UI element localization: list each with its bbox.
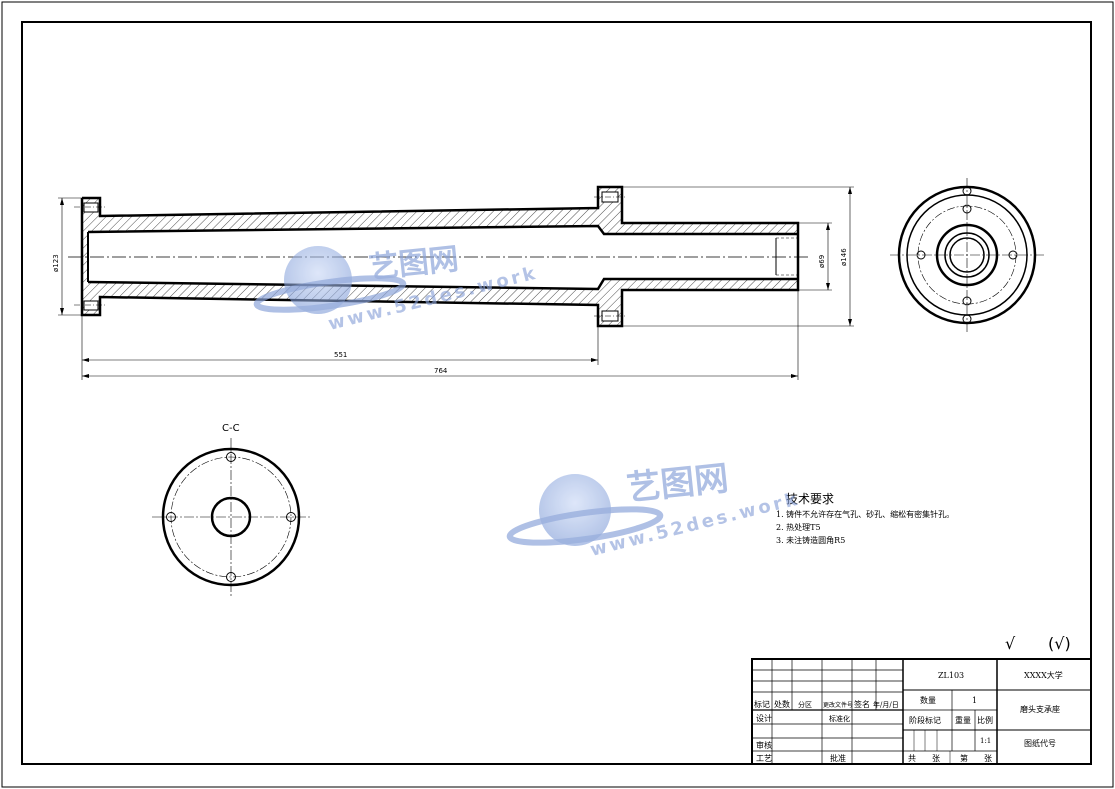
tb-sheet: 张 xyxy=(932,754,940,763)
tb-total: 共 xyxy=(908,754,916,763)
flange-hole-top-left xyxy=(83,202,99,213)
roughness-general: (√) xyxy=(1048,634,1071,653)
wall-hatch xyxy=(82,187,798,326)
tb-qty-value: 1 xyxy=(972,696,977,705)
end-view-right xyxy=(890,178,1044,332)
tb-scale-label: 比例 xyxy=(977,715,993,725)
dim-flange-dia: ø123 xyxy=(52,254,60,272)
tb-date: 年/月/日 xyxy=(873,700,899,709)
dim-length-551: 551 xyxy=(334,351,347,359)
tb-review: 审核 xyxy=(756,740,772,750)
tb-scale-value: 1:1 xyxy=(980,737,991,745)
tb-mark: 标记 xyxy=(754,699,770,709)
tb-design: 设计 xyxy=(756,713,772,723)
tb-standard: 标准化 xyxy=(829,714,850,723)
dim-length-764: 764 xyxy=(434,367,448,375)
tb-part-name: 磨头支承座 xyxy=(1020,704,1060,714)
bore-cavity xyxy=(88,226,798,289)
flange-hole-bottom-left xyxy=(83,300,99,311)
tb-drawing-no-label: 图纸代号 xyxy=(1024,738,1056,748)
section-label: C-C xyxy=(222,423,240,434)
tb-count: 处数 xyxy=(774,699,790,709)
inner-contour-top xyxy=(87,224,798,236)
tb-process: 工艺 xyxy=(756,754,772,763)
title-block xyxy=(751,658,1092,765)
tb-school: XXXX大学 xyxy=(1024,670,1063,680)
tb-stage-label: 阶段标记 xyxy=(909,715,941,725)
watermark-cn: 艺图网 xyxy=(625,459,731,509)
main-view-dimensions xyxy=(58,186,854,380)
tech-requirements-title: 技术要求 xyxy=(786,492,834,506)
tb-approve: 批准 xyxy=(830,753,846,763)
tech-note-2: 2. 热处理T5 xyxy=(776,522,821,532)
tb-page-sheet: 张 xyxy=(984,754,992,763)
tech-note-1: 1. 铸件不允许存在气孔、砂孔、缩松有密集针孔。 xyxy=(776,509,954,519)
tb-qty-label: 数量 xyxy=(920,695,936,705)
dim-inner-dia: ø69 xyxy=(818,255,826,268)
tb-page: 第 xyxy=(960,753,968,763)
tb-weight-label: 重量 xyxy=(955,715,971,725)
dim-outer-dia: ø146 xyxy=(840,248,848,266)
roughness-symbol: √ xyxy=(1005,634,1016,653)
tech-note-3: 3. 未注铸造圆角R5 xyxy=(776,535,845,545)
tb-change-doc: 更改文件号 xyxy=(823,701,853,709)
sheet-frame-border xyxy=(21,21,1092,765)
watermark-2: 艺图网 www.52des.work xyxy=(506,459,802,561)
title-block-text: ZL103 XXXX大学 数量 1 磨头支承座 阶段标记 重量 比例 1:1 图… xyxy=(754,670,1063,763)
tb-material: ZL103 xyxy=(938,671,964,680)
tb-zone: 分区 xyxy=(798,700,812,709)
dimension-arrows xyxy=(60,187,852,378)
tb-sign: 签名 xyxy=(854,699,870,709)
section-cc-view xyxy=(152,438,310,596)
